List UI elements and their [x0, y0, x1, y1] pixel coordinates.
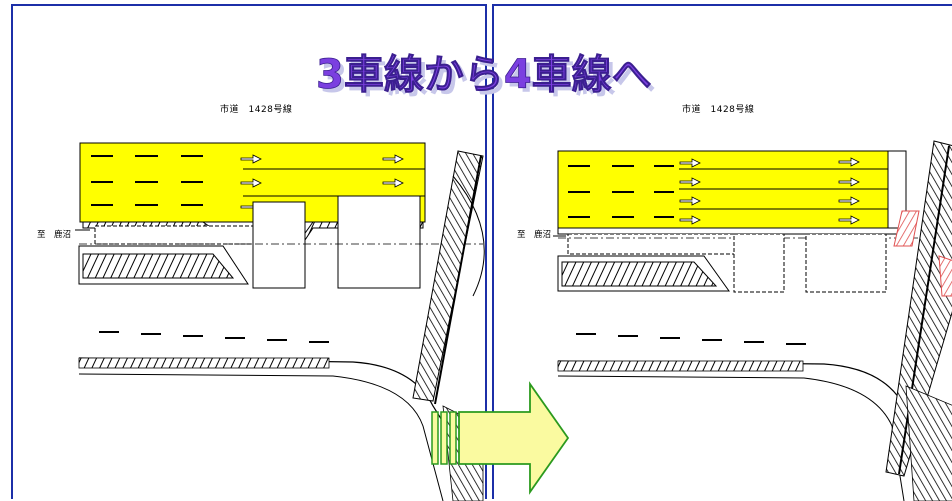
before-road-plan	[75, 142, 485, 501]
arrow-right-icon	[458, 381, 570, 495]
after-road-plan	[553, 140, 952, 501]
after-destination-label: 至 鹿沼	[517, 230, 552, 240]
before-road-name: 市道 1428号線	[220, 105, 293, 115]
banner-text: 3車線から4車線へ	[316, 52, 652, 98]
banner-shadow-text: 3車線から4車線へ	[320, 56, 656, 102]
after-panel: 市道 1428号線 至 鹿沼	[492, 4, 952, 501]
before-destination-label: 至 鹿沼	[37, 230, 72, 240]
after-road-name: 市道 1428号線	[682, 105, 755, 115]
transition-arrow	[431, 381, 570, 495]
before-panel: 市道 1428号線 至 鹿沼	[11, 4, 487, 501]
banner-title: 3車線から4車線へ 3車線から4車線へ	[316, 52, 656, 102]
after-lane-arrows	[679, 157, 860, 225]
